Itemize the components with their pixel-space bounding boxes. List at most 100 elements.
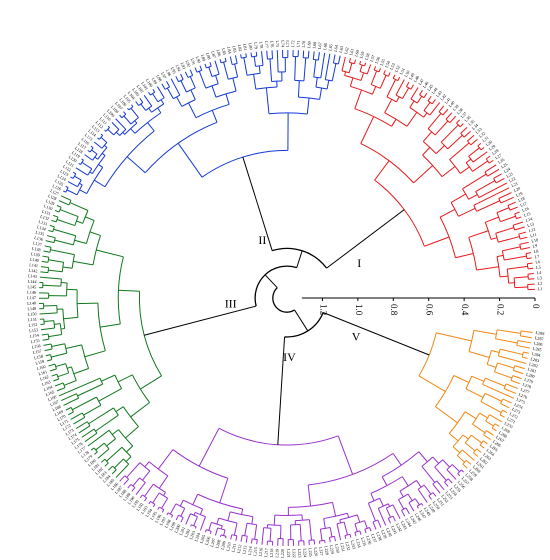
branch-arc [482,378,486,385]
leaf-label: L205 [199,534,207,544]
leaf-label: L223 [297,549,302,558]
branch-segment [419,90,423,96]
branch-segment [253,56,257,67]
leaf-label: L232 [345,541,352,551]
branch-segment [451,464,460,473]
leaf-label: L274 [514,402,525,411]
branch-arc [268,112,308,115]
leaf-label: L173 [64,428,74,437]
branch-segment [185,513,191,525]
branch-segment [65,406,72,411]
branch-segment [258,65,261,74]
branch-segment [175,76,179,82]
branch-segment [170,78,181,96]
branch-segment [337,435,354,475]
branch-segment [219,478,229,504]
branch-segment [73,260,94,266]
leaf-label: L41 [443,96,451,104]
branch-segment [161,509,165,513]
branch-segment [241,508,244,515]
branch-arc [372,519,378,523]
leaf-label: L67 [317,42,323,49]
branch-arc [158,492,168,499]
scale-tick-label: 0 [531,304,541,309]
branch-segment [410,84,414,90]
branch-segment [215,75,219,84]
leaf-label: L139 [31,251,41,257]
branch-arc [368,497,380,504]
leaf-label: L49 [408,72,416,80]
leaf-label: L180 [87,458,97,468]
leaf-label: L109 [106,108,116,118]
branch-segment [422,147,431,156]
branch-arc [183,499,203,510]
branch-segment [462,463,468,469]
leaf-label: L15 [523,211,531,218]
branch-arc [86,421,91,427]
leaf-label: L111 [98,116,108,126]
branch-segment [53,378,59,382]
branch-segment [261,51,264,66]
branch-segment [421,503,424,506]
branch-segment [456,119,460,124]
branch-segment [432,492,437,497]
branch-segment [369,527,372,532]
branch-segment [496,329,521,334]
branch-segment [152,504,156,508]
branch-segment [216,517,220,525]
branch-segment [107,129,114,136]
branch-segment [131,104,134,107]
branch-segment [83,404,102,416]
branch-segment [527,273,534,275]
branch-segment [106,438,116,447]
branch-segment [387,518,392,524]
leaf-label: L5 [536,264,541,270]
branch-segment [467,134,475,142]
branch-arc [506,268,510,284]
branch-segment [50,249,75,256]
leaf-label: L105 [123,94,132,104]
branch-segment [59,209,79,218]
leaf-label: L27 [494,152,502,160]
branch-segment [177,143,203,178]
branch-segment [67,411,74,416]
branch-segment [354,523,358,532]
branch-segment [360,116,375,144]
branch-segment [514,211,520,215]
branch-segment [53,228,76,237]
branch-segment [317,52,320,61]
branch-segment [115,131,121,136]
branch-arc [473,205,478,212]
leaf-label: L255 [453,483,463,493]
branch-segment [470,138,478,146]
branch-segment [123,478,129,486]
leaf-label: L219 [274,549,279,558]
branch-segment [370,70,378,85]
branch-arc [98,135,104,140]
branch-segment [336,523,342,541]
branch-arc [246,72,261,76]
branch-segment [364,520,368,529]
branch-segment [423,484,432,495]
leaf-label: L220 [280,549,285,558]
branch-segment [53,214,59,218]
branch-segment [45,240,55,244]
branch-segment [169,503,177,515]
leaf-label: L3 [537,275,542,280]
branch-arc [159,506,165,511]
branch-segment [435,145,445,154]
leaf-label: L160 [36,364,46,371]
branch-segment [341,56,346,72]
leaf-label: L213 [241,545,247,555]
branch-arc [218,517,238,524]
branch-arc [96,396,102,406]
cluster-label-III: III [225,296,237,310]
branch-segment [72,396,97,411]
branch-segment [502,398,512,404]
branch-arc [350,85,373,95]
branch-segment [184,71,189,78]
branch-segment [75,421,88,429]
branch-arc [456,449,463,456]
leaf-label: L275 [516,397,526,405]
